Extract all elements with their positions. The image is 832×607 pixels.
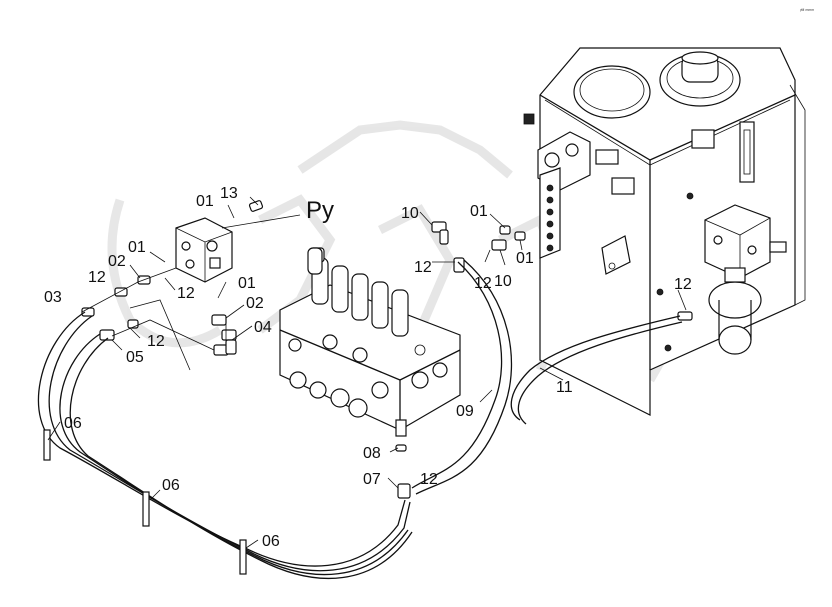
hose-bundle-left <box>37 311 413 580</box>
callout-py: Py <box>306 197 334 224</box>
callout-06a: 06 <box>64 415 82 432</box>
callout-07: 07 <box>363 471 381 488</box>
callout-01a: 01 <box>196 193 214 210</box>
corner-mark: ʸᴹ ᵐᵐᵐ <box>799 8 814 14</box>
callout-04: 04 <box>254 319 272 336</box>
callout-05: 05 <box>126 349 144 366</box>
callout-12a: 12 <box>88 269 106 286</box>
callout-labels: 01 13 Py 01 02 12 12 03 01 02 04 12 05 0… <box>44 185 692 550</box>
hose-03-05 <box>81 267 227 371</box>
fittings-right <box>395 221 693 499</box>
callout-12b: 12 <box>177 285 195 302</box>
callout-01c: 01 <box>238 275 256 292</box>
callout-03: 03 <box>44 289 62 306</box>
hydraulic-tank <box>523 47 806 416</box>
callout-11: 11 <box>556 379 573 396</box>
fittings-left <box>81 275 237 356</box>
callout-12e: 12 <box>474 275 492 292</box>
callout-12f: 12 <box>674 276 692 293</box>
callout-12d: 12 <box>414 259 432 276</box>
callout-02b: 02 <box>246 295 264 312</box>
callout-12g: 12 <box>420 471 438 488</box>
callout-09: 09 <box>456 403 474 420</box>
control-valve <box>279 247 461 437</box>
callout-10b: 10 <box>494 273 512 290</box>
callout-13: 13 <box>220 185 238 202</box>
callout-01b: 01 <box>128 239 146 256</box>
pilot-valve-block <box>175 200 264 283</box>
callout-02a: 02 <box>108 253 126 270</box>
leader-lines <box>47 196 687 549</box>
callout-01e: 01 <box>516 250 534 267</box>
callout-06c: 06 <box>262 533 280 550</box>
callout-01d: 01 <box>470 203 488 220</box>
callout-08: 08 <box>363 445 381 462</box>
hose-09 <box>411 259 513 495</box>
callout-06b: 06 <box>162 477 180 494</box>
callout-12c: 12 <box>147 333 165 350</box>
callout-10a: 10 <box>401 205 419 222</box>
